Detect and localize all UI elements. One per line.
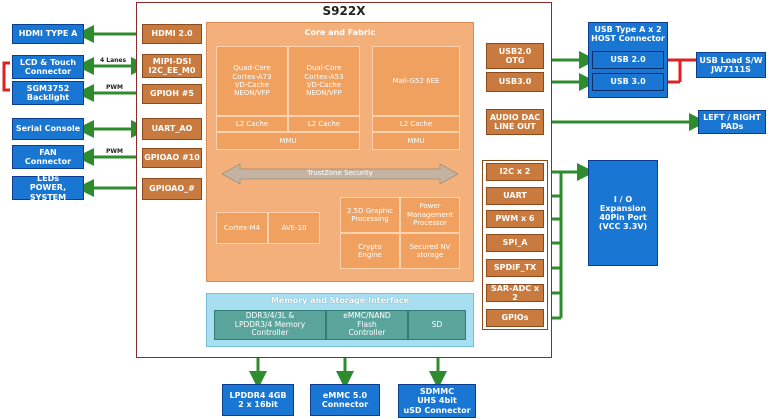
port-sar-adc: SAR-ADC x 2 [486,284,544,302]
port-i2c: I2C x 2 [486,163,544,181]
usb-load-switch: USB Load S/W JW7111S [696,52,766,78]
l2-cache-a73: L2 Cache [216,116,288,132]
label-pwm-fan: PWM [106,148,123,155]
port-uart: UART [486,187,544,205]
device-hdmi-type-a: HDMI TYPE A [12,24,84,44]
gpu: Mali-G52 6EE [372,46,460,116]
usb-host-port-3: USB 3.0 [592,73,664,91]
mmu-gpu: MMU [372,132,460,150]
port-usb2-otg: USB2.0 OTG [486,43,544,69]
device-lcd-touch: LCD & Touch Connector [12,55,84,79]
port-usb3: USB3.0 [486,72,544,92]
device-lpddr4: LPDDR4 4GB 2 x 16bit [222,384,294,416]
crypto-engine: Crypto Engine [340,233,400,269]
device-sdmmc: SDMMC UHS 4bit uSD Connector [398,384,476,418]
memory-storage-title: Memory and Storage Interface [270,296,410,305]
port-spdif-tx: SPDIF_TX [486,259,544,277]
l2-cache-gpu: L2 Cache [372,116,460,132]
trustzone-arrow [221,163,459,185]
ave-10: AVE-10 [268,212,320,244]
emmc-controller: eMMC/NAND Flash Controller [326,310,408,340]
port-gpioh-5: GPIOH #5 [142,84,202,104]
device-emmc: eMMC 5.0 Connector [310,384,380,416]
audio-pads: LEFT / RIGHT PADs [698,110,766,134]
cortex-m4: Cortex-M4 [216,212,268,244]
usb-host-port-2: USB 2.0 [592,51,664,69]
label-pwm-backlight: PWM [106,84,123,91]
cpu-a53: Dual-Core Cortex-A53 I/D-Cache NEON/VFP [288,46,360,116]
mmu-cpu: MMU [216,132,360,150]
port-hdmi: HDMI 2.0 [142,24,202,44]
soc-title: S922X [322,4,366,18]
port-audio-dac: AUDIO DAC LINE OUT [486,109,544,135]
io-expansion: I / O Expansion 40Pin Port (VCC 3.3V) [588,160,658,266]
cpu-a73: Quad-Core Cortex-A73 I/D-Cache NEON/VFP [216,46,288,116]
device-fan: FAN Connector [12,145,84,169]
port-gpioao: GPIOAO_# [142,178,202,200]
graphic-processing: 2.5D Graphic Processing [340,197,400,233]
usb-host-title: USB Type A x 2 HOST Connector [591,25,665,44]
trustzone-label: TrustZone Security [307,169,373,177]
ddr-controller: DDR3/4/3L & LPDDR3/4 Memory Controller [214,310,326,340]
device-serial-console: Serial Console [12,118,84,140]
power-management: Power Management Processor [400,197,460,233]
port-mipi-dsi: MIPI-DSI I2C_EE_M0 [142,54,202,78]
port-pwm: PWM x 6 [486,210,544,228]
device-leds: LEDs POWER, SYSTEM [12,174,84,202]
core-fabric-title: Core and Fabric [304,28,376,37]
port-uart-ao: UART_AO [142,118,202,140]
device-backlight: SGM3752 Backlight [12,81,84,105]
secured-nv-storage: Secured NV storage [400,233,460,269]
port-gpios: GPIOs [486,309,544,327]
port-spi-a: SPI_A [486,234,544,252]
port-gpioao-10: GPIOAO #10 [142,148,202,168]
sd-controller: SD [408,310,466,340]
l2-cache-a53: L2 Cache [288,116,360,132]
label-4-lanes: 4 Lanes [100,57,127,64]
